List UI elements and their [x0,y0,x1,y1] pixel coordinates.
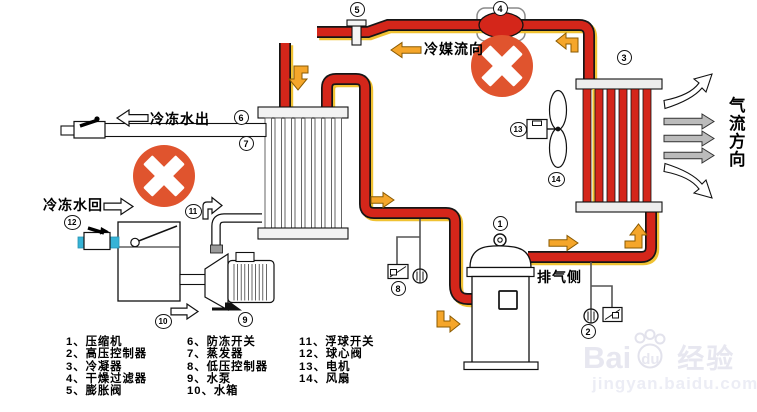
marker-lp-controller: 8 [390,280,406,296]
refrigerant-pipes [279,19,660,308]
marker-float-switch: 11 [184,203,202,219]
legend-item: 4、干燥过滤器 [66,372,148,385]
flow-elbow-left-icon [555,31,579,53]
pump-volute [204,252,229,312]
paw-icon: du [632,329,668,373]
legend-item: 9、水泵 [187,372,232,385]
compressor-dome [469,245,532,269]
legend-item: 11、浮球开关 [299,336,375,348]
fan-blade-top [548,89,568,131]
airflow-arrow-icon [663,130,715,147]
legend-column-3: 11、浮球开关 12、球心阀 13、电机 14、风扇 [299,336,374,385]
float-lever [135,225,178,243]
compressor-body [471,275,530,364]
fan-blade-bottom [548,127,568,169]
evaporator [257,106,349,240]
pump-motor [227,259,275,304]
water-pump [179,251,275,312]
water-arrow-left-icon [115,108,149,128]
watermark: Bai du 经验 [583,329,735,373]
marker-dryer-filter: 4 [492,0,508,16]
prohibition-mark-right [471,35,533,97]
watermark-brand-du: du [641,351,660,368]
water-elbow-arrow-icon [202,196,223,220]
low-pressure-controller [387,219,428,284]
marker-antifreeze-switch: 6 [233,109,249,125]
airflow-curved-arrow-bottom-icon [663,162,713,199]
compressor-base [463,361,539,371]
pump-collar [210,244,223,254]
marker-compressor: 1 [492,215,508,231]
flow-elbow-down-icon [287,65,309,91]
watermark-brand: Bai [583,340,632,375]
dryer-filter-body [478,11,524,39]
pump-foot [212,302,242,311]
marker-ball-valve: 12 [63,214,81,230]
label-chilled-water-out: 冷冻水出 [150,111,210,127]
legend-item: 7、蒸发器 [187,348,244,361]
valve-handle [79,118,99,128]
marker-evaporator: 7 [238,135,254,151]
flow-elbow-right-icon [436,310,461,334]
chilled-water-return-pipe [77,226,120,251]
marker-condenser: 3 [616,49,632,65]
legend-item: 10、水箱 [187,385,239,398]
float-ball [130,237,140,248]
watermark-suffix: 经验 [677,344,736,374]
legend-item: 12、球心阀 [299,348,363,361]
flow-arrows [287,31,649,334]
legend-column-1: 1、压缩机 2、高压控制器 3、冷凝器 4、干燥过滤器 5、膨胀阀 [66,336,147,397]
chilled-water-out-pipe [60,116,267,139]
legend-item: 13、电机 [299,360,351,373]
label-chilled-water-return: 冷冻水回 [43,197,103,213]
flow-arrow-right-icon [548,234,579,252]
label-discharge-side: 排气侧 [537,269,582,285]
legend-item: 3、冷凝器 [66,360,123,373]
legend-item: 6、防冻开关 [187,336,256,348]
watermark-url: jingyan.baidu.com [592,374,757,393]
marker-fan: 14 [547,171,565,187]
water-arrow-right-icon [170,302,200,321]
marker-fan-motor: 13 [509,121,527,137]
water-flow-arrows [103,108,223,321]
expansion-valve [346,19,367,46]
flow-arrow-right-icon [370,191,395,209]
legend-column-2: 6、防冻开关 7、蒸发器 8、低压控制器 9、水泵 10、水箱 [187,336,268,397]
airflow-arrow-icon [663,147,715,164]
marker-water-tank: 10 [154,313,172,329]
marker-hp-controller: 2 [580,323,596,339]
ball-valve [83,231,111,251]
legend-item: 1、压缩机 [66,336,123,348]
fan-assembly [526,89,568,169]
airflow-curved-arrow-top-icon [663,73,713,110]
condenser [575,78,663,213]
legend-item: 2、高压控制器 [66,348,148,361]
compressor [463,233,539,371]
water-arrow-right-icon [103,197,135,216]
high-pressure-controller [583,262,623,324]
airflow-arrow-icon [663,113,715,130]
airflow-arrows [663,73,715,199]
legend-item: 8、低压控制器 [187,360,269,373]
label-airflow-direction: 气流方向 [729,97,746,169]
prohibition-mark-left [133,145,195,207]
water-tank [117,221,181,302]
marker-expansion-valve: 5 [349,1,365,17]
legend-item: 5、膨胀阀 [66,385,123,398]
sight-glass [498,290,518,310]
flow-arrow-left-icon [390,41,422,59]
label-refrigerant-flow: 冷媒流向 [424,41,484,57]
pump-outlet-pipe [210,213,262,254]
legend-item: 14、风扇 [299,372,351,385]
marker-water-pump: 9 [237,311,253,327]
pump-shaft [179,273,207,286]
flow-elbow-up-icon [624,223,649,249]
